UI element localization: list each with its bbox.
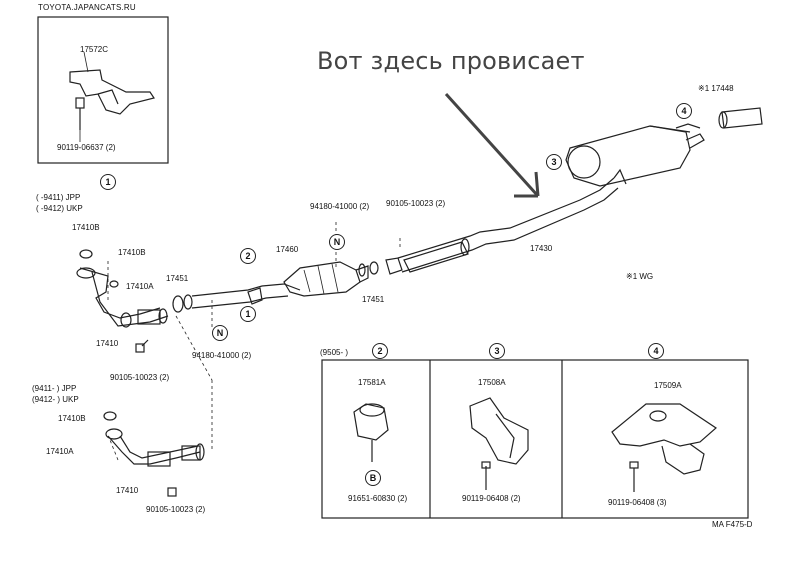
panel-circle-3: 3 bbox=[489, 343, 505, 359]
range-ukp: ( -9412) UKP bbox=[36, 204, 83, 213]
label-17410B-b: 17410B bbox=[118, 248, 146, 257]
label-17451-right: 17451 bbox=[362, 295, 385, 304]
label-bolt-fp-bottom: 90105-10023 (2) bbox=[146, 505, 206, 514]
n-mark-bottom: N bbox=[212, 325, 228, 341]
label-bolt-top: 90119-06637 (2) bbox=[57, 143, 116, 152]
label-17410B-a: 17410B bbox=[72, 223, 100, 232]
label-17448: ※1 17448 bbox=[698, 84, 734, 93]
label-wg: ※1 WG bbox=[626, 272, 654, 281]
label-17410A-bottom: 17410A bbox=[46, 447, 74, 456]
range2-jpp: (9411- ) JPP bbox=[32, 384, 77, 393]
inset-box-top bbox=[37, 16, 169, 164]
label-17410-bottom: 17410 bbox=[116, 486, 139, 495]
insulator-17581A bbox=[353, 403, 389, 441]
range-jpp: ( -9411) JPP bbox=[36, 193, 81, 202]
bracket-17509A bbox=[611, 403, 717, 447]
panel-range: (9505- ) bbox=[320, 348, 349, 357]
figure-code: MA F475-D bbox=[712, 520, 753, 529]
label-bolt-fp-top: 90105-10023 (2) bbox=[110, 373, 170, 382]
label-17509A: 17509A bbox=[654, 381, 682, 390]
circle-1-mid: 1 bbox=[240, 306, 256, 322]
site-watermark: TOYOTA.JAPANCATS.RU bbox=[38, 3, 136, 12]
tail-tip bbox=[721, 107, 763, 129]
catalytic-converter bbox=[283, 261, 361, 297]
hanger-bracket bbox=[69, 69, 155, 115]
flange-icon bbox=[76, 267, 96, 279]
label-nut-top: 94180-41000 (2) bbox=[310, 202, 370, 211]
range2-ukp: (9412- ) UKP bbox=[32, 395, 79, 404]
label-17572C: 17572C bbox=[80, 45, 109, 54]
front-pipe-lower bbox=[107, 435, 201, 465]
label-17508A: 17508A bbox=[478, 378, 506, 387]
label-nut-bottom: 94180-41000 (2) bbox=[192, 351, 252, 360]
panel-circle-4: 4 bbox=[648, 343, 664, 359]
circle-3-mid: 3 bbox=[546, 154, 562, 170]
label-17410A-top: 17410A bbox=[126, 282, 154, 291]
label-17410-top: 17410 bbox=[96, 339, 119, 348]
circle-4-mid: 4 bbox=[676, 103, 692, 119]
label-17581A: 17581A bbox=[358, 378, 386, 387]
label-17460: 17460 bbox=[276, 245, 299, 254]
muffler bbox=[565, 125, 691, 187]
annotation-text: Вот здесь провисает bbox=[317, 47, 585, 75]
label-bolt-17508A: 90119-06408 (2) bbox=[462, 494, 521, 503]
center-pipe bbox=[191, 283, 301, 297]
n-mark-top: N bbox=[329, 234, 345, 250]
bolt-icon bbox=[75, 97, 85, 109]
bracket-panel bbox=[321, 359, 749, 519]
bracket-17508A bbox=[469, 397, 529, 465]
label-bolt-mid: 90105-10023 (2) bbox=[386, 199, 446, 208]
sag-arrow bbox=[444, 92, 540, 198]
front-pipe-upper bbox=[79, 267, 161, 319]
label-17430: 17430 bbox=[530, 244, 553, 253]
b-mark: B bbox=[365, 470, 381, 486]
circle-2-mid: 2 bbox=[240, 248, 256, 264]
tail-pipe bbox=[397, 177, 615, 259]
label-17410B-bottom: 17410B bbox=[58, 414, 86, 423]
circle-1: 1 bbox=[100, 174, 116, 190]
label-bolt-17509A: 90119-06408 (3) bbox=[608, 498, 667, 507]
label-17451-left: 17451 bbox=[166, 274, 189, 283]
label-bolt-17581A: 91651-60830 (2) bbox=[348, 494, 408, 503]
panel-circle-2: 2 bbox=[372, 343, 388, 359]
